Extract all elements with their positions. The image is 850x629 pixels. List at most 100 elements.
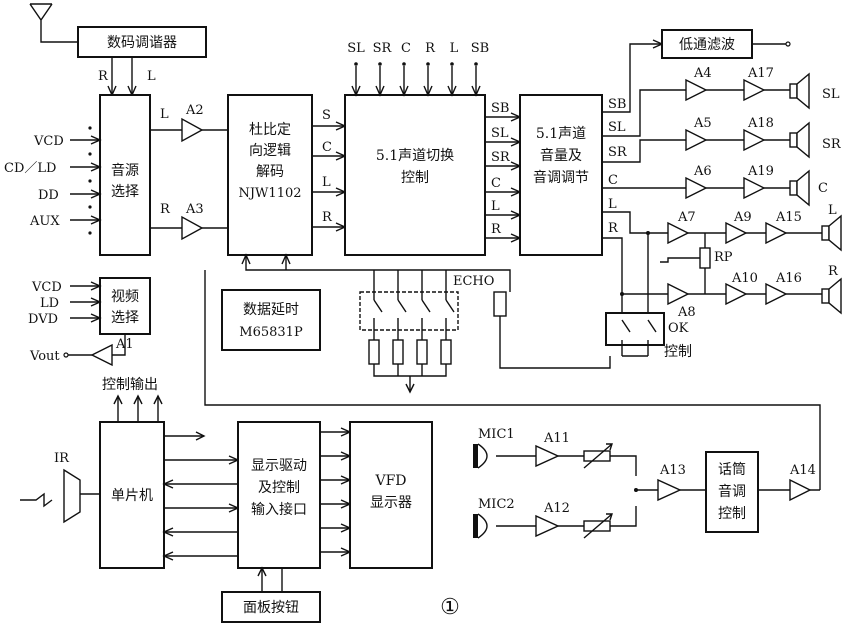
vfd-bus xyxy=(320,427,352,557)
decoder-block xyxy=(227,94,313,256)
spk-r-label: R xyxy=(828,264,839,279)
amp-a4 xyxy=(685,78,708,102)
video-in-vcd: VCD xyxy=(31,280,62,295)
vol-out-c: C xyxy=(608,173,618,188)
amp-a1-label: A1 xyxy=(115,337,134,352)
mic-tone-line1: 话筒 xyxy=(718,461,746,478)
vfd-line2: 显示器 xyxy=(370,495,412,511)
display-driver-line2: 及控制 xyxy=(258,480,300,496)
sw-out-l: L xyxy=(491,199,500,214)
mic1-icon xyxy=(473,443,488,469)
echo-resistor xyxy=(493,291,507,317)
sw-out-sr: SR xyxy=(491,150,511,165)
top-in-l: L xyxy=(450,41,459,56)
mic1-label: MIC1 xyxy=(478,427,515,442)
amp-a7 xyxy=(667,221,690,245)
ir-receiver-icon xyxy=(63,468,81,524)
mcu-block xyxy=(99,421,165,569)
tuner-block xyxy=(77,26,207,58)
decoder-line2: 向逻辑 xyxy=(249,143,291,159)
video-in-ld: LD xyxy=(40,296,59,311)
amp-a3 xyxy=(181,215,204,241)
display-driver-line3: 输入接口 xyxy=(251,501,307,518)
amp-a16 xyxy=(765,282,788,306)
amp-a10-label: A10 xyxy=(731,271,758,286)
switch51-line2: 控制 xyxy=(401,170,429,186)
amp-a2-label: A2 xyxy=(185,103,204,118)
amp-a7-label: A7 xyxy=(677,210,696,225)
vol-out-sb: SB xyxy=(608,97,626,112)
mcu-bus xyxy=(162,431,240,561)
src-r-label: R xyxy=(160,202,171,217)
vol-out-l: L xyxy=(608,197,617,212)
spk-sl-label: SL xyxy=(822,87,840,102)
figure-number: ① xyxy=(440,595,460,620)
input-dd: DD xyxy=(38,188,59,203)
vol-out-r: R xyxy=(608,221,619,236)
amp-a2 xyxy=(181,117,204,143)
spk-l-label: L xyxy=(828,203,837,218)
mic-tone-line2: 音调 xyxy=(718,483,746,500)
amp-a8 xyxy=(667,282,690,306)
amp-a15-label: A15 xyxy=(775,210,802,225)
decoder-line1: 杜比定 xyxy=(249,122,291,138)
amp-a5-label: A5 xyxy=(693,116,712,131)
ctrl-out-label: 控制输出 xyxy=(102,377,158,393)
top-in-r: R xyxy=(425,41,436,56)
volume51-line2: 音量及 xyxy=(540,147,582,164)
amp-a16-label: A16 xyxy=(775,271,802,286)
switch51-block xyxy=(344,94,486,256)
top-in-sr: SR xyxy=(373,41,393,56)
decoder-line4: NJW1102 xyxy=(238,186,301,201)
amp-a18-label: A18 xyxy=(747,116,774,131)
vfd-block xyxy=(349,421,433,569)
amp-a9-label: A9 xyxy=(733,210,752,225)
spk-c-label: C xyxy=(818,181,828,196)
amp-a13 xyxy=(657,478,682,502)
amp-a6-label: A6 xyxy=(693,164,712,179)
amp-a4-label: A4 xyxy=(693,66,712,81)
mic-tone-line3: 控制 xyxy=(718,506,746,522)
amp-a14 xyxy=(789,478,812,502)
source-select-line2: 选择 xyxy=(111,184,139,200)
panel-buttons-block xyxy=(221,591,321,623)
display-driver-block xyxy=(237,421,321,569)
tuner-label: 数码调谐器 xyxy=(107,35,177,51)
amp-a12-label: A12 xyxy=(543,501,570,516)
delay-line2: M65831P xyxy=(239,325,303,340)
mcu-label: 单片机 xyxy=(111,488,153,504)
amp-a3-label: A3 xyxy=(185,202,204,217)
vout-label: Vout xyxy=(29,349,60,364)
sw-out-r: R xyxy=(491,222,502,237)
source-inputs xyxy=(70,126,102,235)
input-vcd: VCD xyxy=(33,134,64,149)
amp-a5 xyxy=(685,128,708,152)
input-aux: AUX xyxy=(29,214,60,229)
lowpass-block xyxy=(661,29,753,59)
antenna-icon xyxy=(29,3,78,43)
amp-a9 xyxy=(725,221,748,245)
amp-a15 xyxy=(765,221,788,245)
amp-a19 xyxy=(743,176,766,200)
src-l-label: L xyxy=(160,107,169,122)
amp-a10 xyxy=(725,282,748,306)
vol-out-sr: SR xyxy=(608,145,628,160)
tuner-l-label: L xyxy=(147,69,156,84)
sw-out-sb: SB xyxy=(491,101,509,116)
volume51-block xyxy=(519,94,603,256)
amp-a14-label: A14 xyxy=(789,463,816,478)
input-cdld: CD／LD xyxy=(4,161,56,176)
speaker-sr-icon xyxy=(789,121,810,159)
amp-a6 xyxy=(685,176,708,200)
speaker-r-icon xyxy=(821,277,842,315)
panel-buttons-label: 面板按钮 xyxy=(243,600,299,616)
amp-a17 xyxy=(743,78,766,102)
vol-out-sl: SL xyxy=(608,120,626,135)
dec-out-l: L xyxy=(322,175,331,190)
volume51-line1: 5.1声道 xyxy=(536,126,586,142)
dec-out-r: R xyxy=(322,210,333,225)
top-in-sb: SB xyxy=(471,41,489,56)
volume51-line3: 音调调节 xyxy=(533,169,589,186)
